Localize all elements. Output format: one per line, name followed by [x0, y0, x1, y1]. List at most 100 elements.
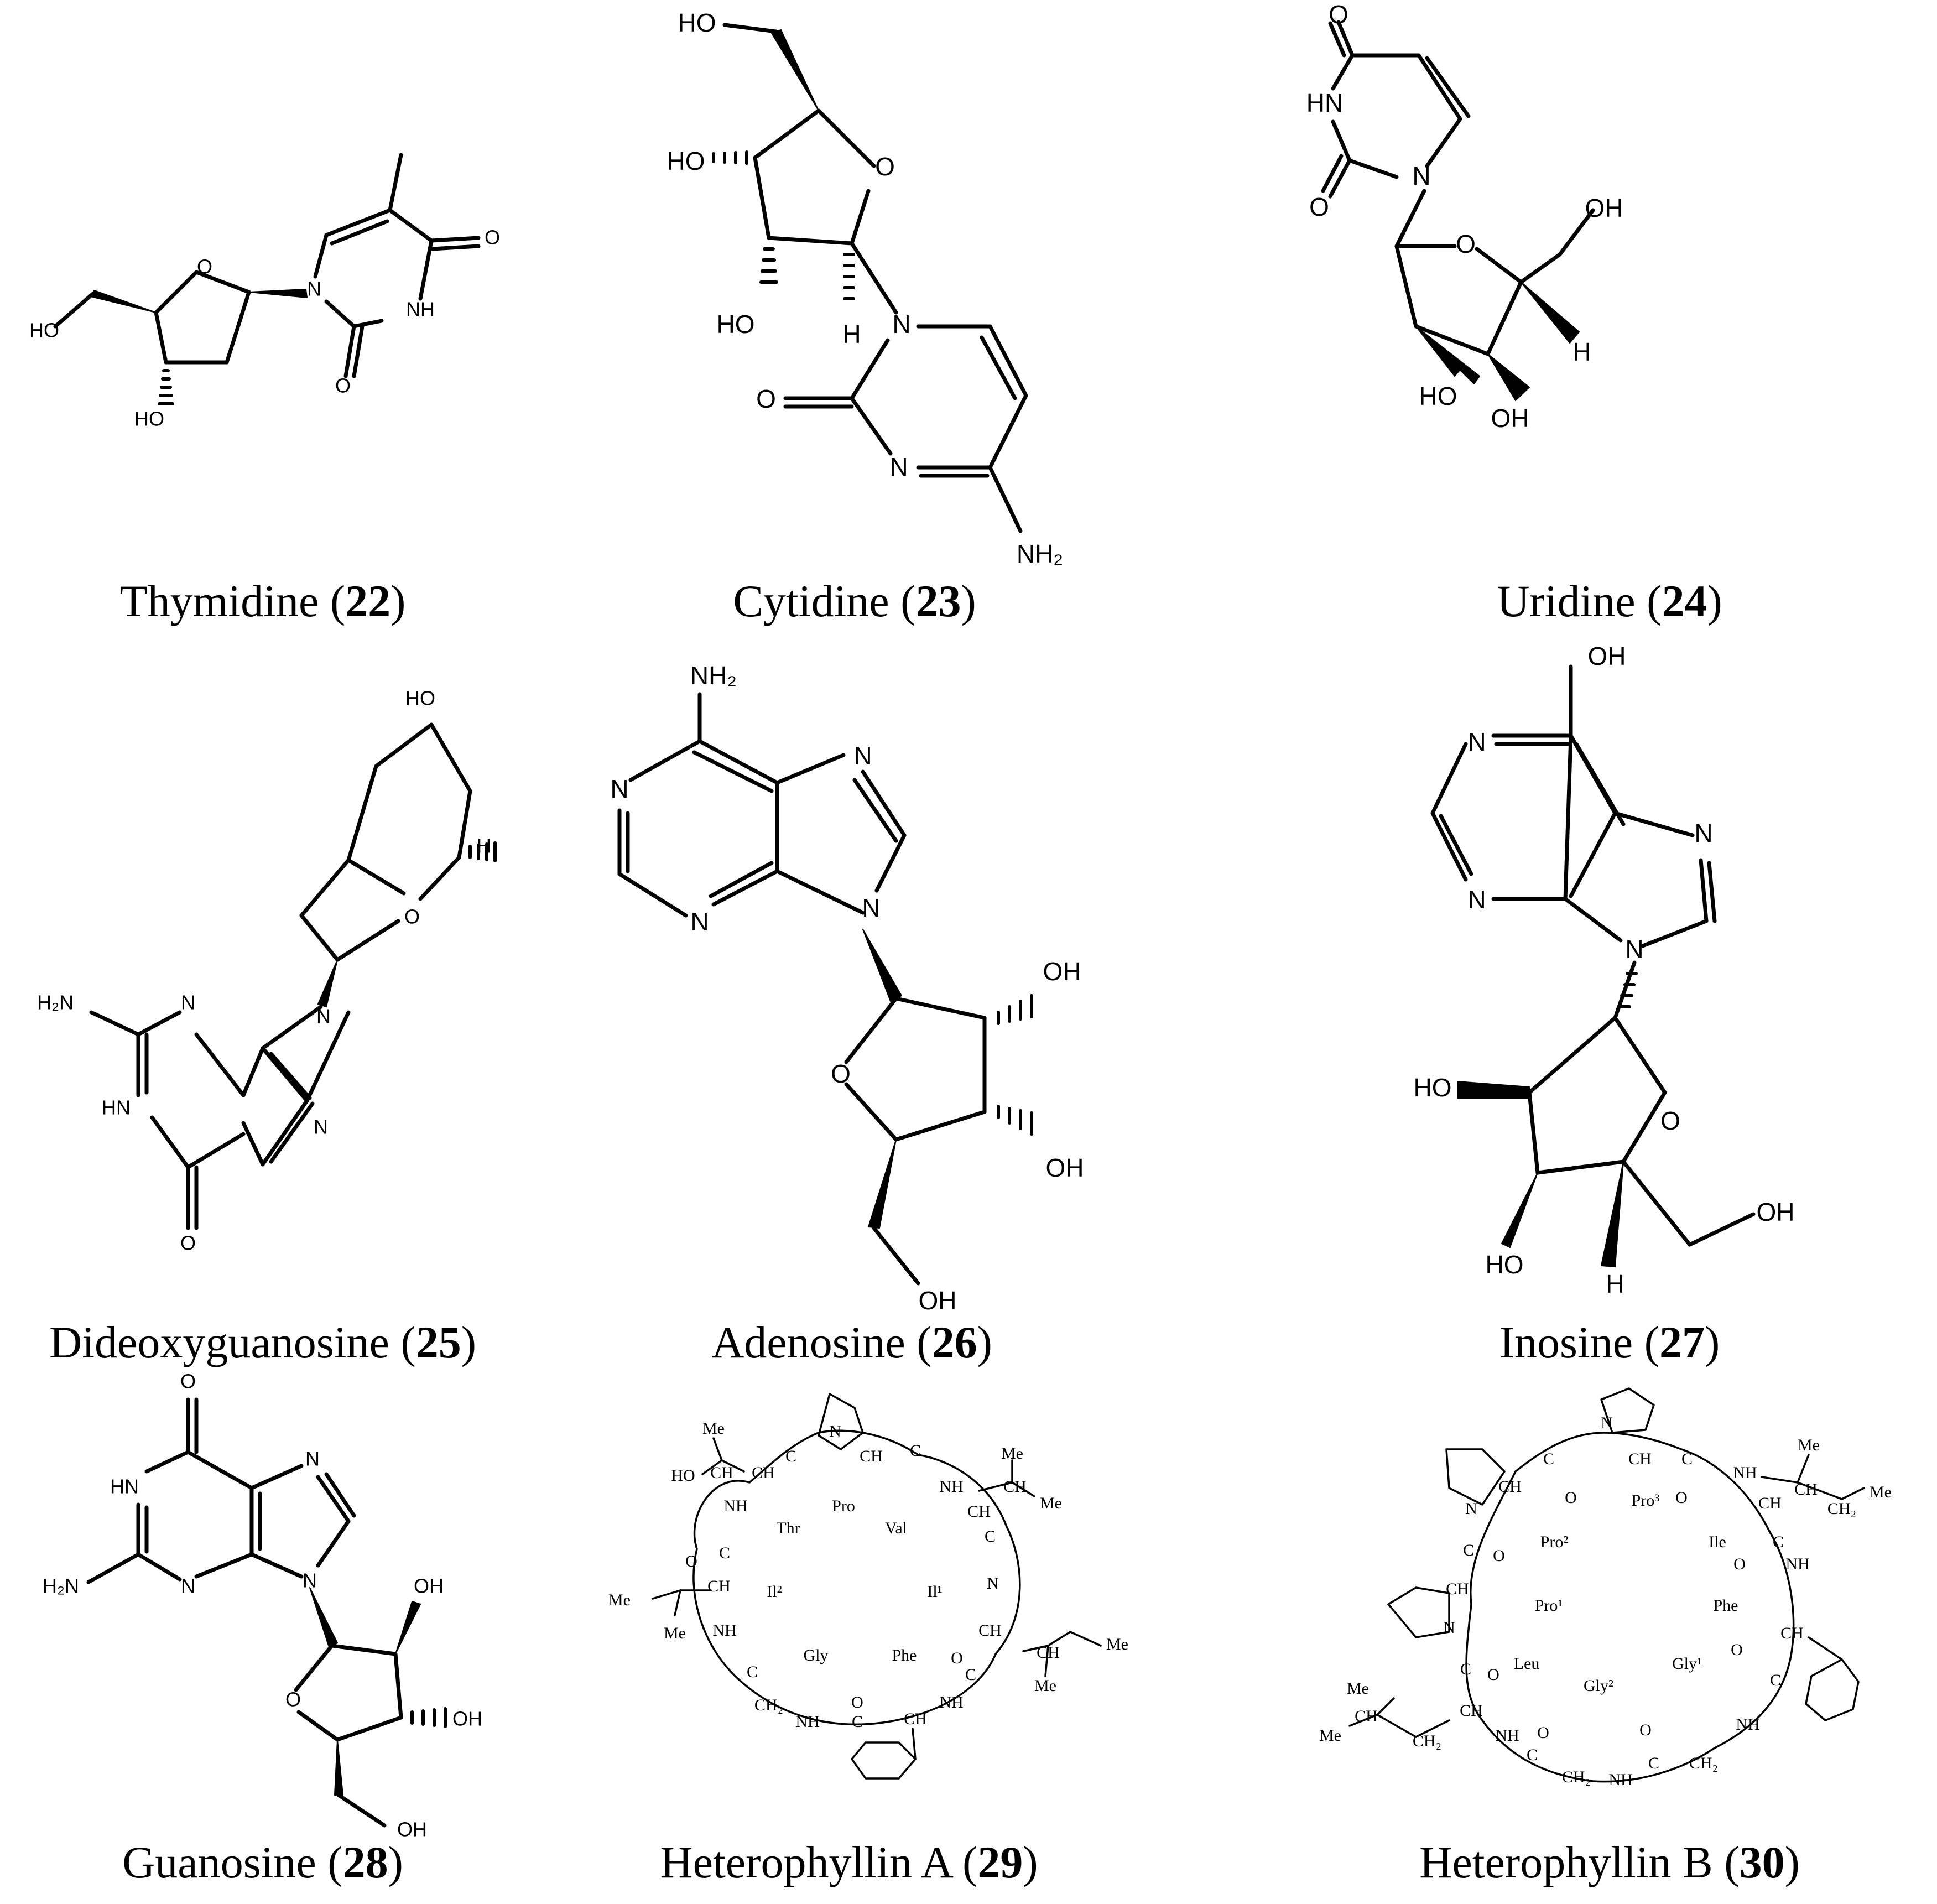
caption-uridine: Uridine (24) — [1497, 576, 1722, 626]
atom-label: Me — [1034, 1677, 1056, 1695]
atom-label: O — [685, 1552, 697, 1570]
atom-label: C — [785, 1447, 796, 1465]
atom-label: N — [314, 1116, 328, 1138]
atom-label: NH — [1733, 1464, 1757, 1482]
atom-label: CH — [904, 1710, 927, 1728]
atom-label: CH — [967, 1502, 991, 1521]
atom-label: Me — [664, 1624, 686, 1642]
atom-label: HN — [1306, 89, 1343, 117]
compound-number: 26 — [931, 1317, 977, 1367]
caption-dideoxyguanosine: Dideoxyguanosine (25) — [49, 1317, 477, 1367]
atom-label: O — [1565, 1489, 1577, 1507]
atom-label: N — [862, 893, 880, 922]
caption-inosine: Inosine (27) — [1499, 1317, 1720, 1367]
atom-label: O — [1493, 1547, 1505, 1565]
atom-label: Me — [1001, 1444, 1023, 1463]
compound-name: Heterophyllin A — [660, 1837, 951, 1887]
atom-label: NH — [1785, 1555, 1809, 1573]
atom-label: OH — [1491, 404, 1529, 433]
atom-label: O — [1660, 1106, 1680, 1135]
atom-label: C — [985, 1527, 996, 1546]
atom-label: NH₂ — [690, 661, 737, 690]
atom-label: NH — [939, 1478, 963, 1496]
atom-label: CH — [1003, 1478, 1027, 1496]
residue-label: Phe — [892, 1646, 917, 1664]
atom-label: C — [1463, 1541, 1474, 1559]
atom-label: N — [1467, 885, 1486, 914]
atom-label: O — [1309, 193, 1329, 221]
atom-label: N — [610, 774, 628, 803]
atom-label: OH — [414, 1575, 444, 1598]
residue-label: Pro³ — [1632, 1491, 1660, 1510]
atom-label: CH — [1498, 1478, 1522, 1496]
atom-label: O — [756, 384, 776, 413]
caption-heterophyllin-a: Heterophyllin A (29) — [660, 1837, 1038, 1887]
atom-label: HO — [678, 8, 716, 37]
atom-label: HO — [667, 147, 705, 175]
residue-label: Val — [885, 1519, 907, 1537]
atom-label: CH — [1628, 1450, 1652, 1468]
compound-number: 27 — [1659, 1317, 1705, 1367]
atom-label: NH — [723, 1497, 747, 1515]
atom-label: O — [831, 1059, 851, 1088]
atom-label: O — [1639, 1721, 1652, 1739]
atom-label: HO — [671, 1466, 695, 1485]
atom-label: HO — [134, 408, 164, 430]
atom-label: Me — [1106, 1635, 1128, 1653]
structure-cytidine: HO O HO HO H N O N NH₂ — [667, 8, 1064, 568]
atom-label: CH — [1355, 1707, 1378, 1725]
atom-label: O — [335, 374, 351, 397]
atom-label: C — [1460, 1660, 1471, 1678]
atom-label: O — [180, 1370, 196, 1393]
atom-label: N — [829, 1422, 841, 1440]
residue-label: Gly² — [1584, 1677, 1613, 1695]
atom-label: Me — [608, 1591, 631, 1609]
atom-label: N — [1694, 819, 1712, 847]
structure-heterophyllin-a: Me HO CH CH N CH C C NH CH Me Me CH NH C… — [608, 1393, 1128, 1780]
compound-name: Guanosine — [122, 1837, 316, 1887]
atom-label: HO — [29, 319, 59, 342]
residue-label: Phe — [1714, 1596, 1738, 1615]
compound-number: 25 — [415, 1317, 461, 1367]
residue-label: Pro — [832, 1497, 855, 1515]
atom-label: HO — [1486, 1250, 1524, 1279]
atom-label: C — [1681, 1450, 1693, 1468]
caption-adenosine: Adenosine (26) — [711, 1317, 992, 1367]
atom-label: OH — [1588, 642, 1626, 670]
residue-label: Il¹ — [927, 1583, 942, 1601]
atom-label: N — [987, 1574, 999, 1593]
atom-label: HO — [405, 687, 435, 710]
caption-guanosine: Guanosine (28) — [122, 1837, 403, 1887]
atom-label: NH — [795, 1713, 819, 1731]
atom-label: O — [404, 906, 420, 928]
atom-label: N — [305, 1448, 320, 1470]
caption-thymidine: Thymidine (22) — [119, 576, 406, 626]
residue-label: Pro¹ — [1535, 1596, 1563, 1615]
atom-label: OH — [1585, 194, 1623, 222]
atom-label: NH — [939, 1693, 963, 1711]
atom-label: N — [892, 310, 910, 339]
structure-heterophyllin-b: N CH C O C O NH CH Me CH CH₂ Me CH N C O… — [1319, 1387, 1892, 1789]
residue-label: Ile — [1709, 1533, 1726, 1551]
atom-label: CH₂ — [1827, 1500, 1856, 1518]
atom-label: NH — [406, 298, 435, 321]
atom-label: O — [1487, 1666, 1499, 1684]
atom-label: N — [303, 1569, 317, 1592]
atom-label: CH — [752, 1464, 775, 1482]
residue-label: Gly¹ — [1672, 1655, 1702, 1673]
atom-label: CH₂ — [1413, 1732, 1441, 1750]
atom-label: HN — [110, 1475, 139, 1498]
atom-label: CH — [710, 1464, 733, 1482]
atom-label: NH — [712, 1621, 736, 1640]
atom-label: O — [1731, 1641, 1743, 1659]
atom-label: CH — [1758, 1494, 1782, 1512]
atom-label: O — [285, 1688, 301, 1711]
atom-label: O — [1675, 1489, 1688, 1507]
compound-number: 23 — [915, 576, 961, 626]
compound-name: Inosine — [1499, 1317, 1633, 1367]
compound-name: Thymidine — [119, 576, 319, 626]
atom-label: OH — [452, 1708, 482, 1730]
atom-label: CH — [978, 1621, 1002, 1640]
compound-name: Cytidine — [733, 576, 889, 626]
